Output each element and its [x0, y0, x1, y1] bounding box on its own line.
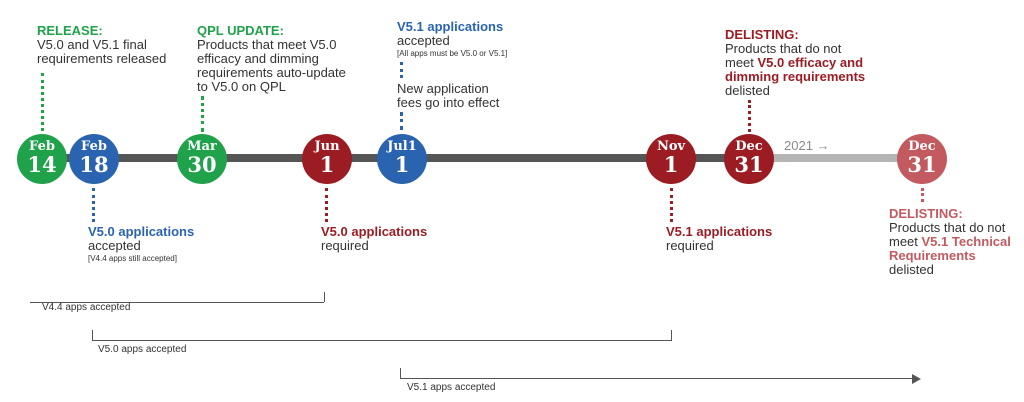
range-v51-label: V5.1 apps accepted	[407, 382, 496, 393]
range-v50	[92, 330, 672, 341]
delisting-2-title: DELISTING:	[889, 206, 963, 221]
v51-required-title: V5.1 applications	[666, 224, 773, 239]
delisting-1-line: meet	[725, 55, 758, 70]
year-marker: 2021 →	[784, 139, 830, 153]
milestone-dec-31-2021: Dec 31	[897, 134, 947, 184]
milestone-month: Mar	[187, 139, 217, 154]
delisting-1-title: DELISTING:	[725, 27, 799, 42]
milestone-feb-14: Feb 14	[17, 134, 67, 184]
v51-accepted-annotation: V5.1 applications accepted [All apps mus…	[397, 20, 507, 59]
milestone-month: Dec	[908, 139, 936, 154]
milestone-day: 1	[319, 152, 335, 177]
qpl-line: to V5.0 on QPL	[197, 79, 286, 94]
delisting-2-highlight: Requirements	[889, 248, 976, 263]
delisting-1-annotation: DELISTING: Products that do not meet V5.…	[725, 28, 865, 98]
fees-line: New application	[397, 81, 489, 96]
range-v44	[30, 292, 325, 303]
milestone-day: 1	[394, 152, 410, 177]
delisting-2-line: delisted	[889, 262, 934, 277]
delisting-2-highlight: V5.1 Technical	[921, 234, 1011, 249]
milestone-day: 14	[27, 152, 57, 177]
v51-accepted-title: V5.1 applications	[397, 19, 504, 34]
v51-accepted-note: [All apps must be V5.0 or V5.1]	[397, 49, 508, 58]
connector-delisting-2	[921, 188, 924, 202]
v50-required-line: required	[321, 238, 369, 253]
milestone-month: Nov	[656, 139, 686, 154]
year-marker-label: 2021	[784, 138, 813, 153]
release-annotation: RELEASE: V5.0 and V5.1 final requirement…	[37, 24, 166, 66]
connector-v50-accepted	[92, 188, 95, 222]
milestone-day: 18	[79, 152, 109, 177]
v50-accepted-annotation: V5.0 applications accepted [V4.4 apps st…	[88, 225, 194, 264]
milestone-nov-1: Nov 1	[646, 134, 696, 184]
milestone-feb-18: Feb 18	[69, 134, 119, 184]
qpl-line: Products that meet V5.0	[197, 37, 337, 52]
milestone-day: 31	[734, 152, 764, 177]
range-v50-label: V5.0 apps accepted	[98, 344, 187, 355]
delisting-2-annotation: DELISTING: Products that do not meet V5.…	[889, 207, 1011, 277]
delisting-1-highlight: dimming requirements	[725, 69, 866, 84]
milestone-dec-31: Dec 31	[724, 134, 774, 184]
range-v51	[400, 368, 916, 379]
v50-required-title: V5.0 applications	[321, 224, 428, 239]
delisting-1-highlight: V5.0 efficacy and	[757, 55, 864, 70]
range-v44-label: V4.4 apps accepted	[42, 302, 131, 313]
milestone-month: Feb	[81, 139, 107, 154]
v50-required-annotation: V5.0 applications required	[321, 225, 427, 253]
release-title: RELEASE:	[37, 23, 103, 38]
connector-delisting-1	[748, 100, 751, 132]
milestone-jun-1: Jun 1	[302, 134, 352, 184]
delisting-2-line: meet	[889, 234, 922, 249]
milestone-month: Feb	[29, 139, 55, 154]
qpl-annotation: QPL UPDATE: Products that meet V5.0 effi…	[197, 24, 346, 94]
v50-accepted-note: [V4.4 apps still accepted]	[88, 254, 177, 263]
delisting-1-line: delisted	[725, 83, 770, 98]
fees-annotation: New application fees go into effect	[397, 82, 499, 110]
v50-accepted-title: V5.0 applications	[88, 224, 195, 239]
connector-v50-required	[325, 188, 328, 222]
v51-accepted-line: accepted	[397, 33, 450, 48]
milestone-month: Jul1	[387, 139, 417, 154]
release-line: requirements released	[37, 51, 167, 66]
fees-line: fees go into effect	[397, 95, 500, 110]
qpl-title: QPL UPDATE:	[197, 23, 284, 38]
v51-required-annotation: V5.1 applications required	[666, 225, 772, 253]
milestone-mar-30: Mar 30	[177, 134, 227, 184]
qpl-line: efficacy and dimming	[197, 51, 319, 66]
connector-v51-accepted	[400, 62, 403, 78]
connector-qpl	[201, 96, 204, 132]
v51-required-line: required	[666, 238, 714, 253]
milestone-day: 31	[907, 152, 937, 177]
release-line: V5.0 and V5.1 final	[37, 37, 147, 52]
qpl-line: requirements auto-update	[197, 65, 346, 80]
milestone-jul-1: Jul1 1	[377, 134, 427, 184]
timeline-track-future	[760, 154, 925, 162]
milestone-month: Dec	[735, 139, 763, 154]
connector-release	[41, 73, 44, 131]
milestone-month: Jun	[314, 139, 340, 154]
v50-accepted-line: accepted	[88, 238, 141, 253]
milestone-day: 1	[663, 152, 679, 177]
connector-fees	[400, 112, 403, 130]
delisting-1-line: Products that do not	[725, 41, 842, 56]
connector-v51-required	[670, 188, 673, 222]
milestone-day: 30	[187, 152, 217, 177]
range-v51-arrowhead-icon	[912, 374, 921, 384]
delisting-2-line: Products that do not	[889, 220, 1006, 235]
right-arrow-icon: →	[816, 138, 830, 153]
